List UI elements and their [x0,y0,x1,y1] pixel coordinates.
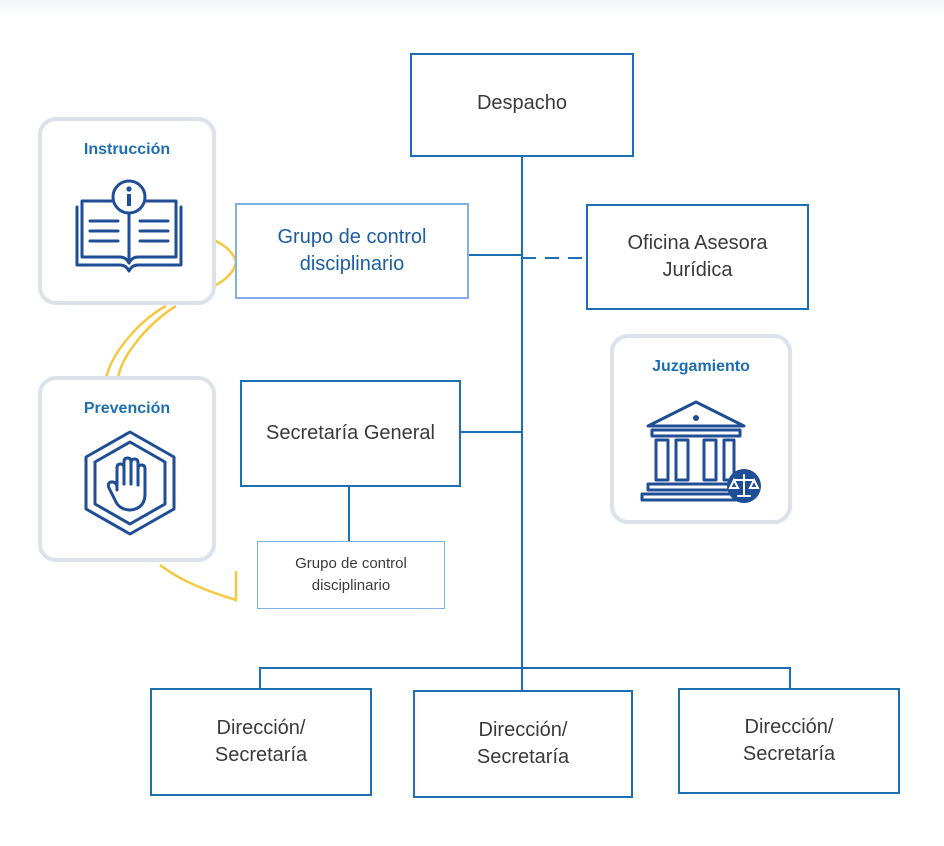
instruccion-card: Instrucción [38,117,216,305]
grupo-control-2-line1: Grupo de control [295,555,407,573]
despacho-box: Despacho [410,53,634,157]
oficina-asesora-line2: Jurídica [662,259,733,281]
prevencion-card: Prevención [38,376,216,562]
oficina-asesora-box: Oficina Asesora Jurídica [586,204,809,310]
direccion-2-line1: Dirección/ [478,719,568,741]
yellow-arc-prevencion [159,564,238,602]
grupo-control-box-1: Grupo de control disciplinario [235,203,469,299]
direccion-1-line1: Dirección/ [216,717,306,739]
juzgamiento-title: Juzgamiento [652,358,750,375]
grupo-control-1-line1: Grupo de control [277,226,427,248]
top-band [0,0,944,16]
direccion-box-2: Dirección/ Secretaría [413,690,633,798]
yellow-arc-link-inner [116,304,177,379]
juzgamiento-card: Juzgamiento [610,334,792,524]
direccion-3-line2: Secretaría [742,743,836,765]
stop-hand-icon [84,430,176,536]
direccion-1-line2: Secretaría [214,744,308,766]
secretaria-general-label: Secretaría General [266,422,435,444]
oficina-asesora-line1: Oficina Asesora [627,232,768,254]
prevencion-title: Prevención [83,400,171,417]
direccion-box-3: Dirección/ Secretaría [678,688,900,794]
direccion-2-line2: Secretaría [476,746,570,768]
direccion-3-line1: Dirección/ [744,716,834,738]
despacho-label: Despacho [476,91,568,114]
book-info-icon [75,179,183,273]
grupo-control-box-2: Grupo de control disciplinario [257,541,445,609]
yellow-arc-link-outer [104,304,167,379]
grupo-control-1-line2: disciplinario [299,253,405,275]
grupo-control-2-line2: disciplinario [311,577,391,594]
yellow-arc-instruccion [213,238,238,288]
courthouse-scales-icon [640,400,761,503]
instruccion-title: Instrucción [83,141,171,158]
secretaria-general-box: Secretaría General [240,380,461,487]
direccion-box-1: Dirección/ Secretaría [150,688,372,796]
